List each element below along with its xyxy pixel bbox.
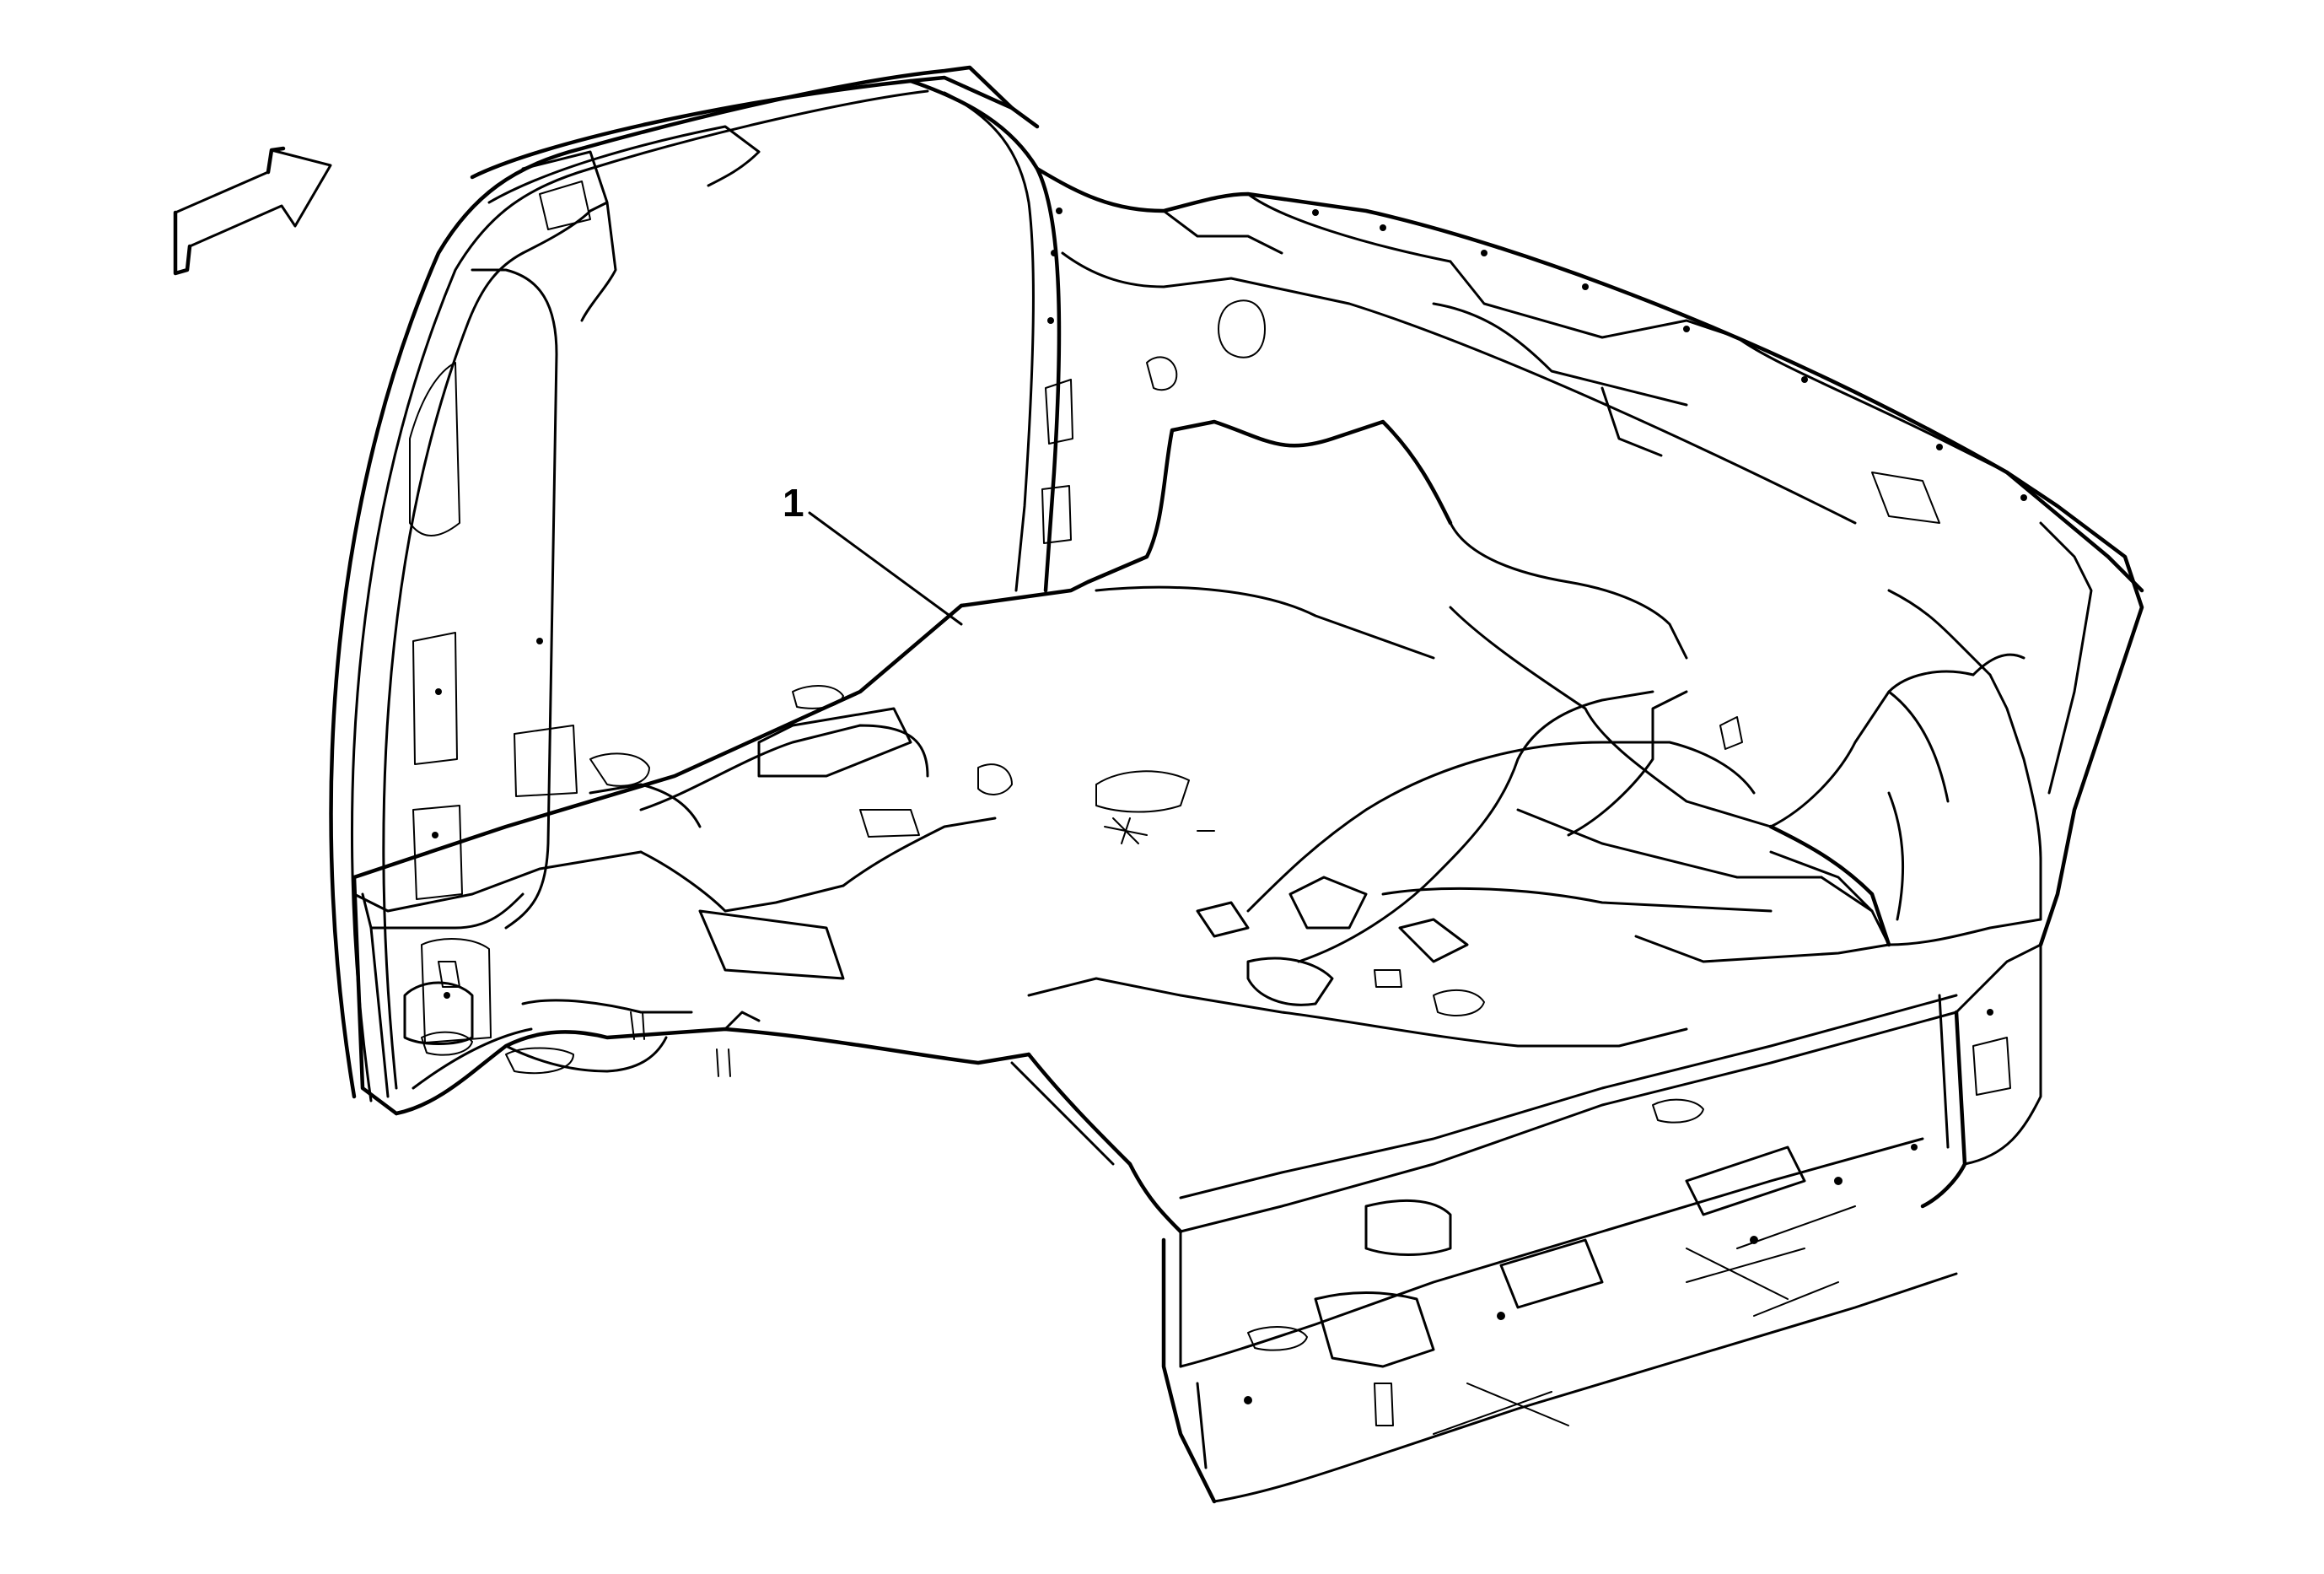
dash-cowl-panel bbox=[1035, 166, 2144, 593]
callout-leader-line bbox=[808, 511, 963, 626]
left-body-side-panel bbox=[329, 65, 1014, 1102]
windshield-header bbox=[470, 75, 1040, 230]
right-floor-pan bbox=[1567, 653, 2042, 963]
left-floor-pan bbox=[352, 603, 1013, 980]
right-body-side-panel bbox=[1887, 470, 2144, 1209]
left-rocker-sill bbox=[352, 875, 525, 1116]
vehicle-body-line-art bbox=[329, 65, 2144, 1504]
tunnel-console-mounts bbox=[1196, 876, 1485, 1016]
callout-label-1: 1 bbox=[783, 481, 804, 525]
callout-1: 1 bbox=[783, 481, 963, 626]
rear-floor-pan bbox=[1010, 977, 1958, 1504]
right-a-pillar bbox=[908, 78, 1073, 593]
front-crossmember bbox=[394, 999, 1031, 1116]
front-floor-pan bbox=[959, 419, 1891, 963]
forward-direction-arrow-icon bbox=[173, 146, 332, 276]
